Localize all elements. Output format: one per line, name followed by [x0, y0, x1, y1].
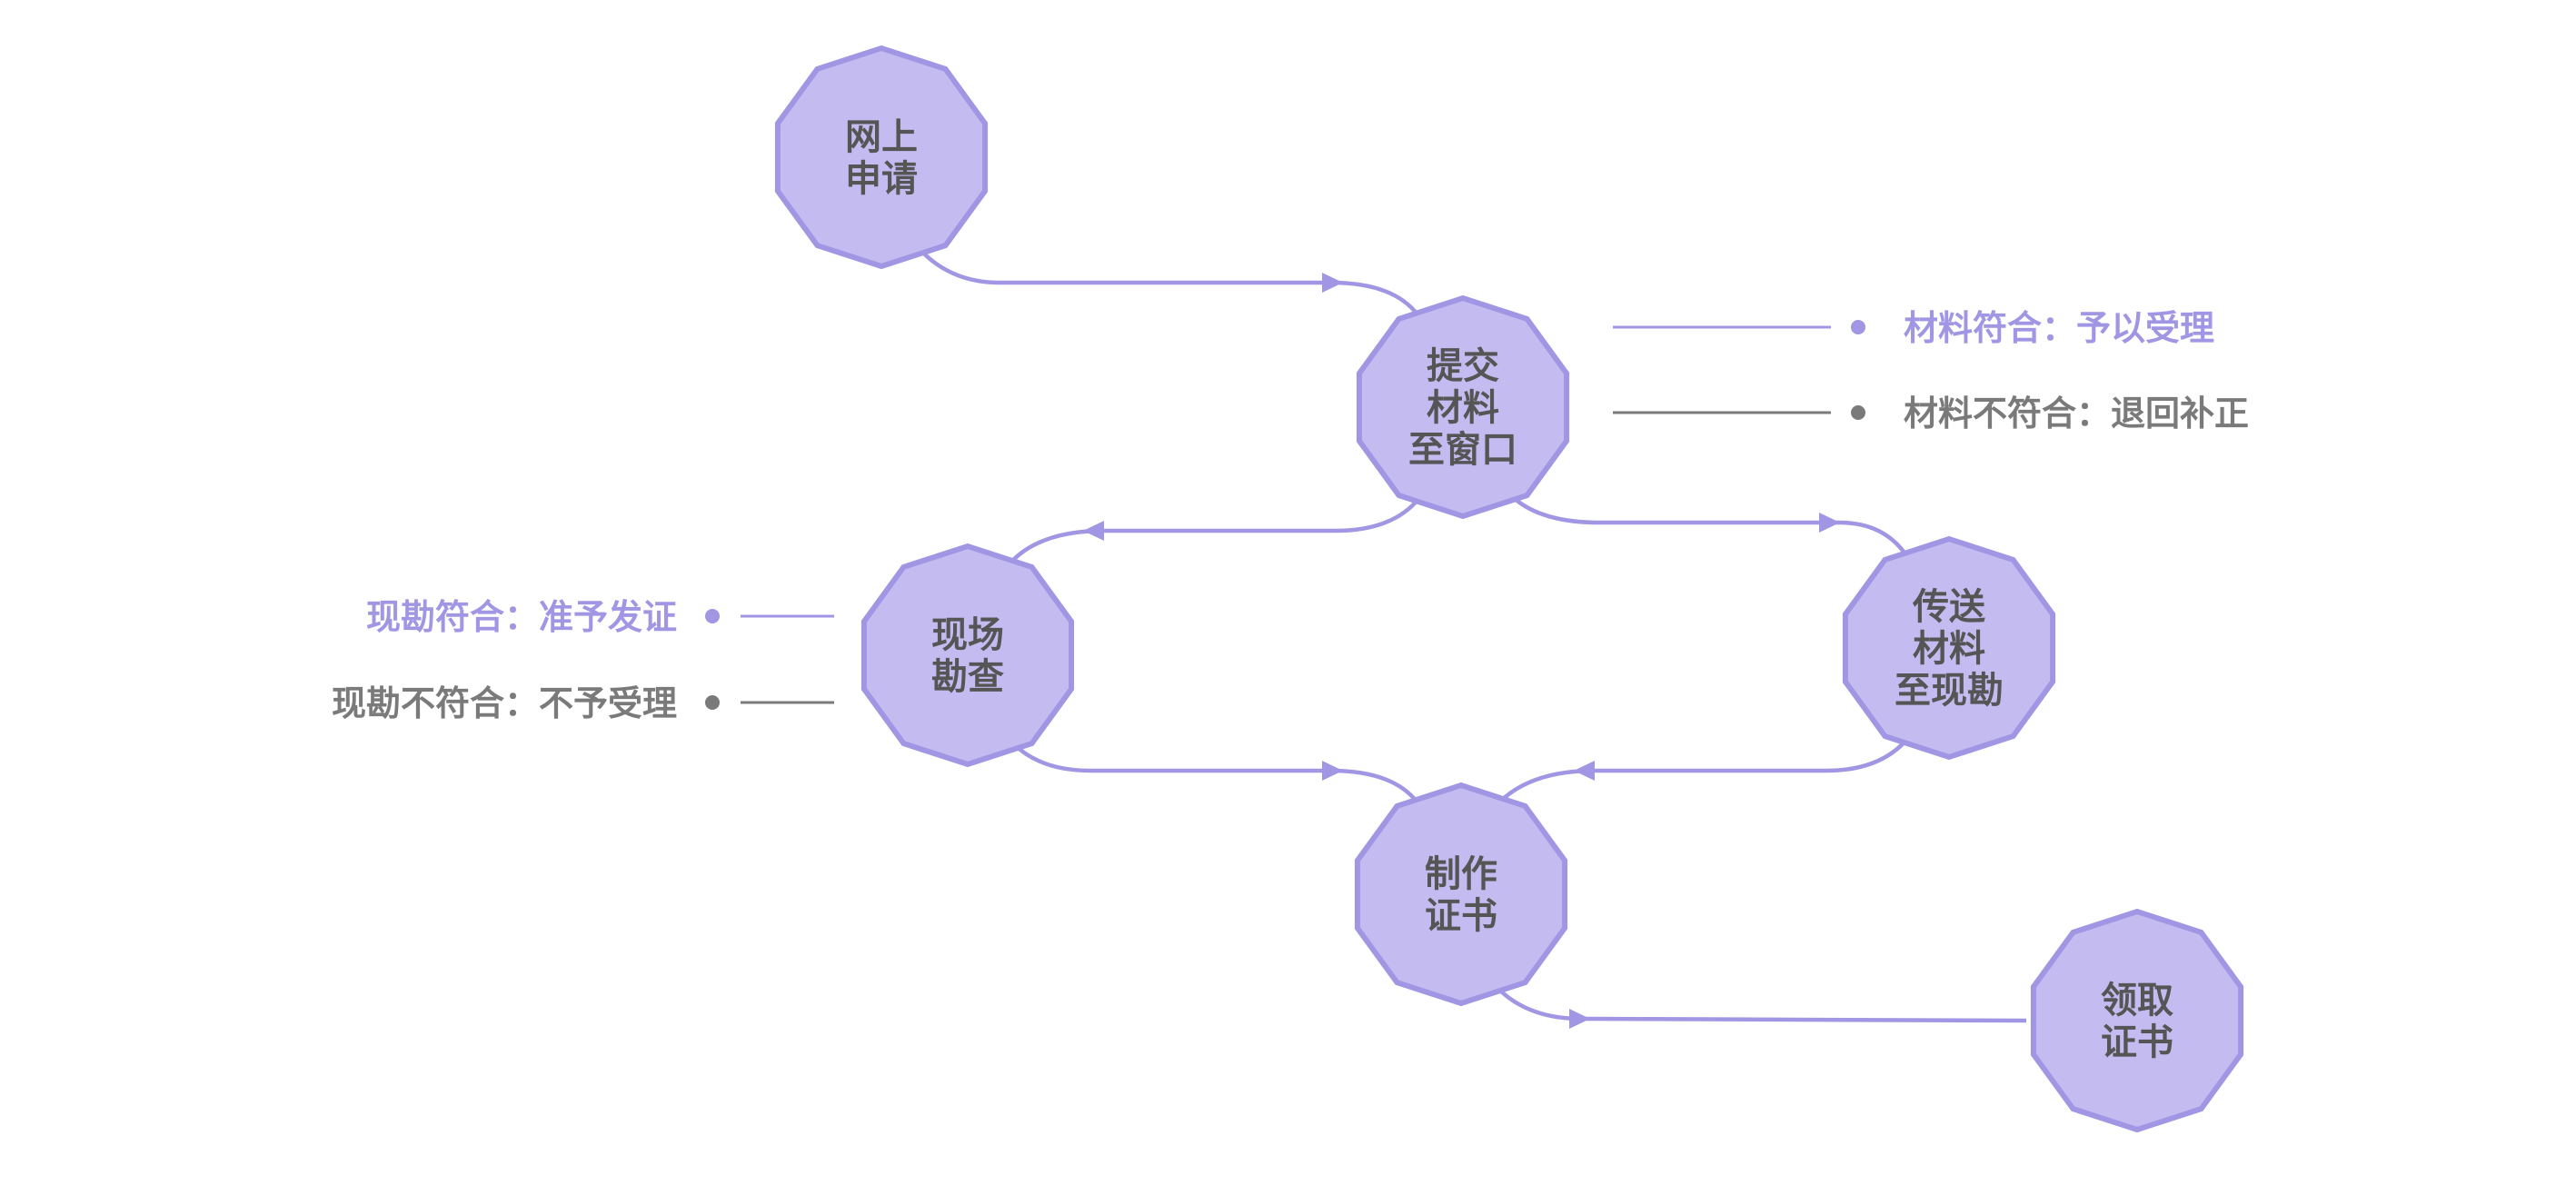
- edge-submit-to-transfer: [1512, 496, 1910, 560]
- node-label-line: 网上: [845, 116, 918, 158]
- legend-submit-pass-dot: [1851, 320, 1865, 334]
- node-label-line: 材料: [1913, 628, 1985, 670]
- legend-survey-fail-dot: [705, 695, 720, 710]
- edge-transfer-to-make: [1497, 736, 1910, 804]
- legend-survey-pass-dot: [705, 609, 720, 623]
- node-shape: [774, 45, 989, 270]
- node-label-line: 勘查: [931, 656, 1004, 698]
- legend-site-survey: 现勘符合：准予发证 现勘不符合：不予受理: [332, 597, 834, 723]
- arrowhead-submit-to-transfer: [1819, 513, 1840, 533]
- arrowhead-survey-to-make: [1322, 761, 1343, 781]
- edge-apply-to-submit: [916, 245, 1419, 316]
- node-label-line: 现场: [931, 614, 1004, 656]
- node-label-line: 制作: [1425, 853, 1497, 895]
- node-label-line: 领取: [2101, 980, 2173, 1022]
- node-shape: [1356, 294, 1570, 520]
- node-shape: [2030, 908, 2244, 1133]
- legend-submit-pass-text: 材料符合：予以受理: [1904, 308, 2214, 348]
- legend-submit-fail-text: 材料不符合：退回补正: [1904, 394, 2249, 434]
- node-label-line: 至现勘: [1895, 670, 2004, 712]
- node-label-line: 提交: [1427, 345, 1499, 387]
- arrowhead-submit-to-survey: [1083, 521, 1104, 541]
- node-label-line: 申请: [845, 158, 918, 200]
- node-label-line: 证书: [1425, 895, 1497, 937]
- node-label-line: 传送: [1912, 586, 1985, 628]
- legend-submit-fail-dot: [1851, 405, 1865, 420]
- node-shape: [1842, 535, 2056, 761]
- edges-layer: [916, 245, 2027, 1029]
- legend-submit-materials: 材料符合：予以受理 材料不符合：退回补正: [1613, 308, 2249, 434]
- arrowhead-make-to-collect: [1569, 1009, 1590, 1029]
- legend-survey-fail-text: 现勘不符合：不予受理: [332, 683, 677, 723]
- node-label-line: 材料: [1427, 387, 1499, 429]
- edge-submit-to-survey: [1005, 496, 1421, 569]
- edge-survey-to-make: [1011, 742, 1419, 804]
- legend-survey-pass-text: 现勘符合：准予发证: [366, 597, 677, 637]
- node-shape: [860, 543, 1075, 768]
- node-shape: [1354, 782, 1568, 1007]
- arrowhead-apply-to-submit: [1322, 273, 1343, 293]
- arrowhead-transfer-to-make: [1574, 761, 1595, 781]
- node-label-line: 证书: [2101, 1022, 2173, 1063]
- node-label-line: 至窗口: [1408, 429, 1517, 471]
